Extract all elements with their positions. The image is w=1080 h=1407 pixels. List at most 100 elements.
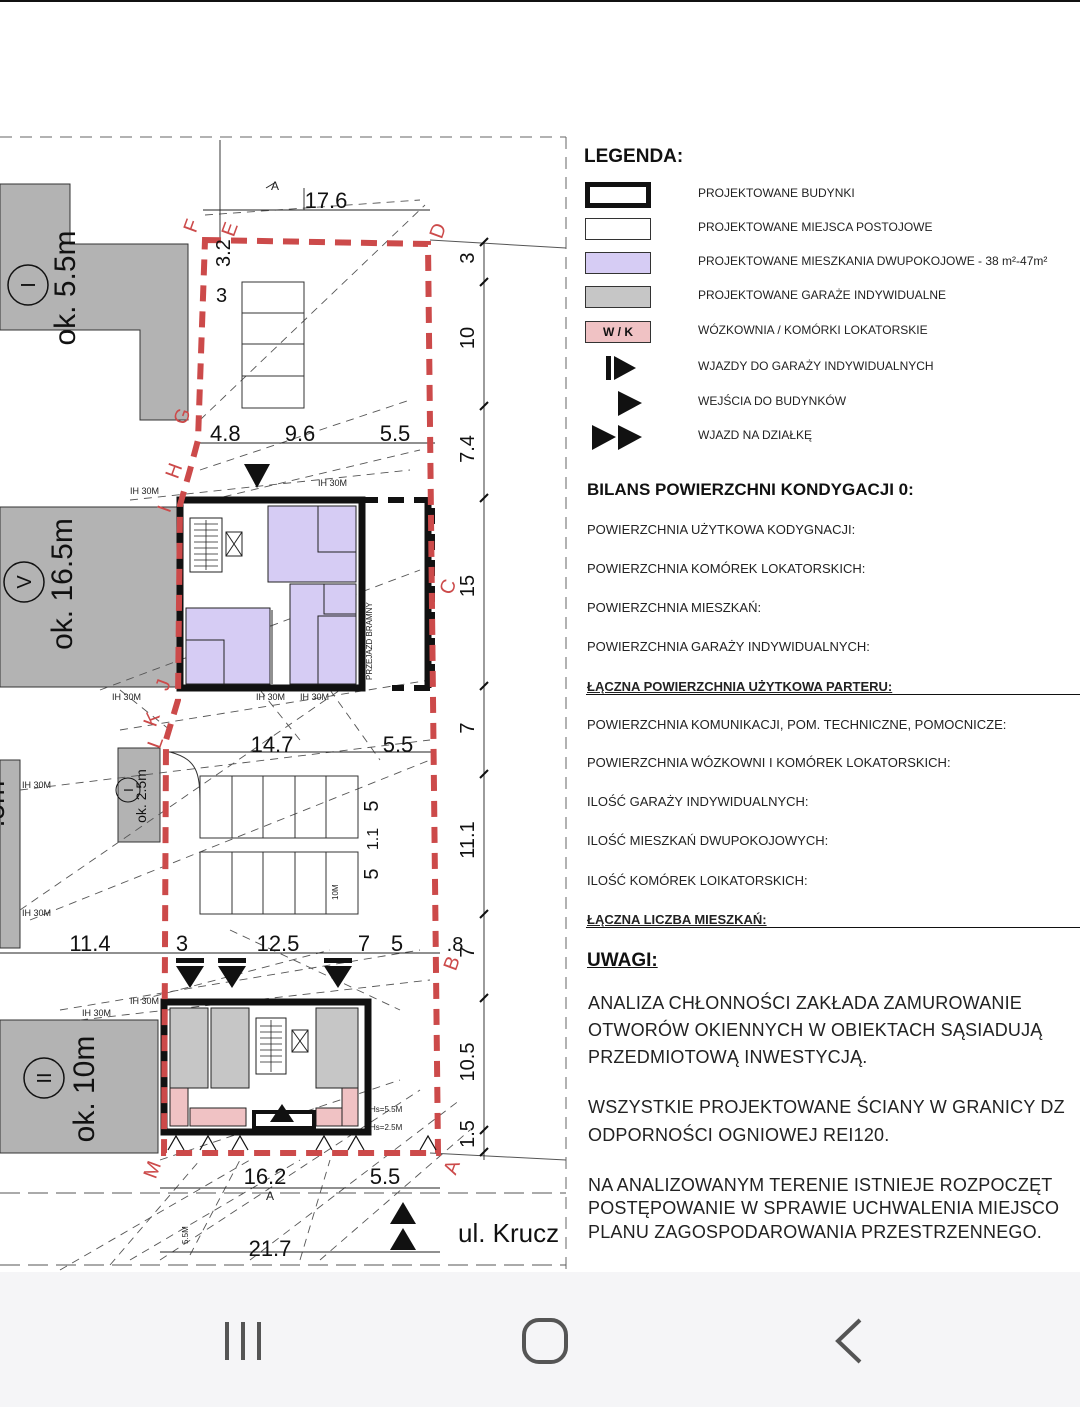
entrance-triangle-garage — [270, 1104, 294, 1122]
dim-row3-c: 12.5 — [257, 931, 300, 956]
legend-label: WEJŚCIA DO BUDYNKÓW — [698, 394, 847, 408]
building-entry-icon — [618, 391, 642, 416]
ih-label-9: IH 30M — [82, 1008, 111, 1018]
home-icon — [522, 1318, 568, 1364]
uwagi-line: ANALIZA CHŁONNOŚCI ZAKŁADA ZAMUROWANIE — [588, 993, 1023, 1013]
neighbour-building-4 — [0, 759, 21, 949]
uwagi-line: ODPORNOŚCI OGNIOWEJ REI120. — [588, 1125, 890, 1145]
dimension-lines — [0, 140, 485, 1253]
legend-label: WJAZD NA DZIAŁKĘ — [698, 428, 813, 442]
dim-right-3: 7.4 — [457, 435, 479, 463]
dim-row2-b: 5.5 — [383, 732, 414, 757]
dim-parking-1: 5 — [361, 800, 383, 811]
hs-lower-label: Hs=2.5M — [370, 1123, 403, 1132]
neighbour-building-1 — [0, 183, 189, 421]
bilans-row: POWIERZCHNIA GARAŻY INDYWIDUALNYCH: — [587, 639, 870, 654]
back-button[interactable] — [790, 1300, 910, 1380]
access-symbols — [176, 464, 416, 1250]
boundary-letter-c: C — [436, 576, 462, 597]
ih-label-7: IH 30M — [22, 908, 51, 918]
ih-label-1: IH 30M — [130, 486, 159, 496]
facade-ticks — [167, 1134, 437, 1151]
dim-right-1: 3 — [457, 252, 479, 263]
section-mark-bottom: A — [266, 1189, 274, 1203]
legend-label: PROJEKTOWANE MIESZKANIA DWUPOKOJOWE - 38… — [698, 254, 1048, 268]
dim-top-width: 17.6 — [305, 188, 348, 213]
neighbour-buildings — [0, 183, 189, 1154]
bilans-divider-1 — [586, 694, 1080, 695]
dim-right-7: 7 — [457, 946, 479, 957]
garage-entry-icon — [606, 356, 636, 380]
section-mark-top: A — [271, 179, 279, 193]
apartment-building-outline — [176, 496, 366, 692]
boundary-letter-g: G — [170, 405, 196, 427]
legend-item-apartments: PROJEKTOWANE MIESZKANIA DWUPOKOJOWE - 38… — [580, 246, 1075, 280]
legend-item-garage-entries: WJAZDY DO GARAŻY INDYWIDUALNYCH — [580, 351, 1075, 385]
recent-apps-button[interactable] — [183, 1300, 303, 1380]
recent-apps-icon — [225, 1322, 261, 1360]
uwagi-line: POSTĘPOWANIE W SPRAWIE UCHWALENIA MIEJSC… — [588, 1198, 1060, 1218]
apartment-unit-2 — [289, 583, 357, 685]
storage-1 — [169, 1087, 189, 1127]
street-lines — [0, 1192, 566, 1266]
ih-label-3: IH 30M — [112, 692, 141, 702]
neighbour-labels: I ok. 5.5m V ok. 16.5m I ok. 2.5m .5m II… — [0, 230, 149, 1142]
bilans-row: ILOŚĆ GARAŻY INDYWIDUALNYCH: — [587, 794, 809, 809]
dim-row3-b: 3 — [176, 931, 188, 956]
dim-row1-a: 4.8 — [210, 421, 241, 446]
bilans-row-total: ŁĄCZNA POWIERZCHNIA UŻYTKOWA PARTERU: — [587, 679, 893, 694]
entrance-triangle-top — [244, 464, 270, 488]
dim-top-left-b: 3 — [216, 285, 227, 307]
dim-row3-a: 11.4 — [69, 931, 110, 956]
neighbour-1-roman: I — [18, 282, 40, 288]
ih-label-8: IH 30M — [130, 996, 159, 1006]
ih-label-2: IH 30M — [318, 478, 347, 488]
bilans-row: POWIERZCHNIA MIESZKAŃ: — [587, 600, 762, 615]
small-5m-label: 5.5M — [181, 1226, 190, 1244]
plot-entry-icon — [592, 425, 642, 450]
street-edge — [429, 1152, 567, 1161]
dim-parking-2: 1.1 — [365, 828, 382, 850]
boundary-letter-d: D — [426, 220, 452, 241]
boundary-letter-f: F — [180, 216, 205, 235]
dim-top-left-a: 3.2 — [213, 239, 235, 267]
garage-2 — [210, 1007, 250, 1089]
plan-frame — [0, 136, 567, 1270]
legend-label: PROJEKTOWANE GARAŻE INDYWIDUALNE — [698, 288, 947, 302]
bilans-row-total: ŁĄCZNA LICZBA MIESZKAŃ: — [587, 912, 767, 927]
parking-spaces — [169, 281, 359, 915]
uwagi-title: UWAGI: — [587, 950, 658, 971]
uwagi-line: WSZYSTKIE PROJEKTOWANE ŚCIANY W GRANICY … — [588, 1097, 1065, 1117]
plot-boundary — [160, 236, 442, 1156]
bilans-row: POWIERZCHNIA WÓZKOWNI I KOMÓREK LOKATORS… — [587, 755, 951, 770]
bilans-row: POWIERZCHNIA UŻYTKOWA KODYGNACJI: — [587, 522, 856, 537]
boundary-letter-a: A — [440, 1157, 465, 1178]
right-dimension-labels: 3 10 7.4 15 7 11.1 7 10.5 1.5 5 1.1 5 — [361, 252, 479, 1147]
neighbour-2-height: ok. 16.5m — [46, 518, 79, 650]
neighbour-1-height: ok. 5.5m — [49, 230, 82, 345]
apartment-building — [176, 496, 366, 692]
plot-entry-triangle-2 — [390, 1228, 416, 1250]
ih-label-4: IH 30M — [256, 692, 285, 702]
apartment-unit-3 — [185, 607, 271, 685]
legend-swatch-parking — [585, 218, 651, 240]
dimension-labels: 17.6 3.2 3 4.8 9.6 5.5 14.7 5.5 11.4 3 1… — [69, 188, 463, 1261]
boundary-letter-m: M — [140, 1158, 166, 1181]
dimension-ticks — [479, 237, 489, 1157]
small-m-label: 10M — [331, 884, 340, 900]
bilans-row: ILOŚĆ KOMÓREK LOIKATORSKICH: — [587, 873, 808, 888]
uwagi-line: PRZEDMIOTOWĄ INWESTYCJĄ. — [588, 1047, 868, 1067]
boundary-letter-e: E — [218, 219, 243, 239]
plan-annotations: IH 30M IH 30M IH 30M IH 30M IH 30M IH 30… — [22, 179, 403, 1244]
section-arrow-top — [265, 181, 277, 189]
dim-right-8: 10.5 — [457, 1043, 479, 1082]
garage-3 — [315, 1007, 359, 1089]
dim-bottom-b: 21.7 — [249, 1236, 292, 1261]
legend-title: LEGENDA: — [584, 146, 684, 167]
bilans-row: POWIERZCHNIA KOMÓREK LOKATORSKICH: — [587, 561, 866, 576]
dim-right-6: 11.1 — [457, 821, 479, 858]
dim-right-4: 15 — [457, 575, 479, 597]
legend-swatch-apartments — [585, 252, 651, 274]
home-button[interactable] — [485, 1300, 605, 1380]
